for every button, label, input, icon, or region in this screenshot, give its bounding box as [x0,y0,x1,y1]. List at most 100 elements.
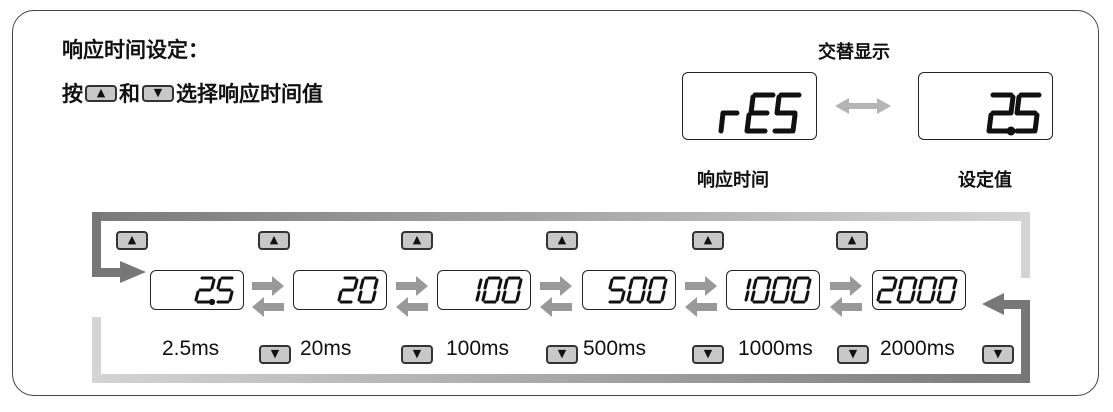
digit-segment [952,278,958,290]
digit-segment [495,290,501,302]
digit-segment [483,278,489,290]
digit-segment [216,278,222,290]
digit-segment [371,290,377,302]
instruction-mid: 和 [119,82,140,106]
digit-segment [938,278,944,290]
digit-segment [750,290,756,302]
digit-segment [892,278,898,290]
digit-segment [337,290,343,302]
lcd-setting-value [918,72,1053,140]
panel-frame [12,10,1099,396]
digit-segment [359,278,365,290]
digit-segment [772,278,778,290]
digit-segment [786,278,792,290]
digit-segment [784,290,790,302]
step-label-3: 100ms [446,337,510,360]
left-entry-bar [92,268,122,277]
instruction-suffix: 选择响应时间值 [176,82,323,106]
digit-segment [662,278,668,290]
lcd-rES-digits [718,92,802,134]
bottom-loop-bar [92,374,1030,383]
digit-segment [194,290,200,302]
digit-segment [746,278,752,290]
down-key-icon: ▼ [692,345,724,364]
digit-segment [501,290,507,302]
up-key-icon: ▲ [836,231,868,250]
heading: 响应时间设定： [62,38,209,62]
right-exit-bar [1004,300,1030,309]
digit-segment [744,290,750,302]
digit-segment [910,290,916,302]
down-key-icon: ▼ [982,345,1014,364]
step-label-5: 1000ms [738,337,813,360]
digit-segment [792,278,798,290]
right-exit-arrowhead [982,293,1004,315]
left-down-bar [92,212,101,276]
digit-segment [804,290,810,302]
digit-segment [373,278,379,290]
instruction: 按▲和▼选择响应时间值 [62,78,323,108]
down-key-icon: ▼ [401,345,433,364]
digit-segment [660,290,666,302]
down-key-icon: ▼ [546,345,578,364]
digit-segment [357,290,363,302]
digit-segment [228,290,234,302]
up-key-icon: ▲ [116,231,148,250]
down-key-icon: ▼ [142,84,174,102]
up-key-icon: ▲ [401,231,433,250]
digit-segment [806,278,812,290]
step-label-4: 500ms [583,337,647,360]
digit-segment [936,290,942,302]
digit-segment [475,290,481,302]
down-key-icon: ▼ [259,345,291,364]
digit-segment [916,290,922,302]
left-up-bar [92,317,101,383]
digit-segment [642,278,648,290]
digit-segment [896,290,902,302]
alternate-label: 交替显示 [818,42,890,63]
label-response-time: 响应时间 [697,170,769,191]
label-setting-value: 设定值 [958,170,1012,191]
left-entry-arrowhead [120,261,146,283]
right-up-bar [1021,300,1030,383]
digit-segment [210,278,216,290]
digit-segment [764,290,770,302]
digit-segment [628,278,634,290]
step-label-6: 2000ms [880,337,955,360]
step-arrows [252,276,862,317]
down-key-icon: ▼ [837,345,869,364]
instruction-prefix: 按 [62,82,83,106]
digit-segment [930,290,936,302]
up-key-icon: ▲ [258,231,290,250]
digit-segment [790,290,796,302]
digit-segment [918,278,924,290]
up-key-icon: ▲ [546,231,578,250]
step-label-2: 20ms [300,337,352,360]
digit-segment [950,290,956,302]
up-key-icon: ▲ [692,231,724,250]
top-loop-bar [92,212,1030,221]
digit-segment [640,290,646,302]
alternate-double-arrow-icon [835,98,891,114]
digit-segment [608,278,614,290]
decimal-point [208,298,216,306]
digit-segment [646,290,652,302]
digit-segment [770,290,776,302]
digit-segment [932,278,938,290]
step-label-1: 2.5ms [162,337,220,360]
digit-segment [648,278,654,290]
digit-segment [353,278,359,290]
digit-segment [912,278,918,290]
lcd-response-time [682,72,817,140]
digit-segment [503,278,509,290]
digit-segment [497,278,503,290]
digit-segment [620,290,626,302]
digit-segment [515,290,521,302]
digit-segment [752,278,758,290]
up-key-icon: ▲ [85,84,117,102]
right-top-bar [1021,212,1030,278]
digit-segment [766,278,772,290]
digit-segment [477,278,483,290]
